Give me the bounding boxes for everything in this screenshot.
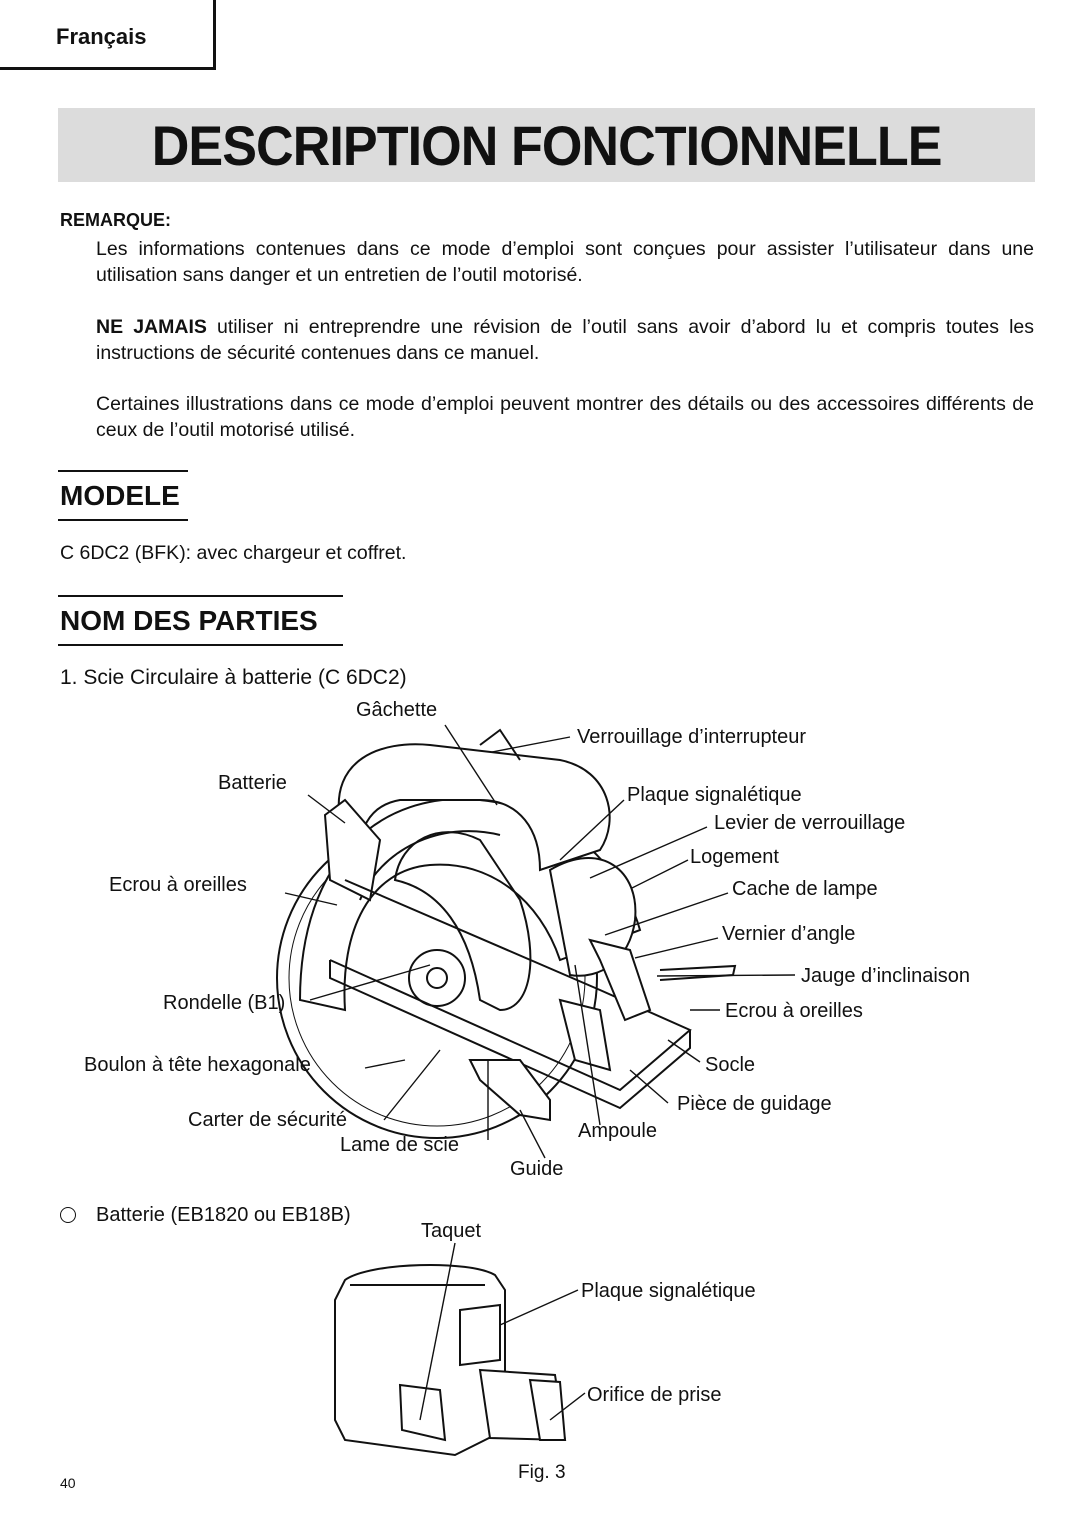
label-taquet: Taquet xyxy=(421,1220,482,1242)
parts-rule-top xyxy=(58,595,343,597)
remark-paragraph-1: Les informations contenues dans ce mode … xyxy=(96,238,1034,286)
page-title: DESCRIPTION FONCTIONNELLE xyxy=(151,113,943,177)
remark-label: REMARQUE: xyxy=(60,210,171,230)
label-gachette: Gâchette xyxy=(356,699,438,721)
page-number: 40 xyxy=(60,1475,76,1491)
label-plaque-signaletique: Plaque signalétique xyxy=(627,784,802,806)
label-ecrou-oreilles-2: Ecrou à oreilles xyxy=(725,1000,863,1022)
title-bar: DESCRIPTION FONCTIONNELLE xyxy=(58,108,1035,182)
parts-item-1: 1. Scie Circulaire à batterie (C 6DC2) xyxy=(60,666,407,689)
label-piece-guidage: Pièce de guidage xyxy=(677,1093,832,1115)
label-orifice-prise: Orifice de prise xyxy=(587,1384,722,1406)
language-tab: Français xyxy=(0,0,216,70)
label-jauge-inclinaison: Jauge d’inclinaison xyxy=(801,965,971,987)
language-label: Français xyxy=(56,24,147,49)
label-guide: Guide xyxy=(510,1158,564,1180)
modele-rule-bottom xyxy=(58,519,188,521)
remark-paragraph-2: NE JAMAIS utiliser ni entreprendre une r… xyxy=(96,314,1034,366)
modele-heading: MODELE xyxy=(60,480,180,511)
label-levier-verrouillage: Levier de verrouillage xyxy=(714,812,906,834)
remark-paragraph-2-text: utiliser ni entreprendre une révision de… xyxy=(96,316,1034,364)
label-boulon: Boulon à tête hexagonale xyxy=(84,1054,311,1076)
modele-rule-top xyxy=(58,470,188,472)
parts-rule-bottom xyxy=(58,644,343,646)
battery-item: Batterie (EB1820 ou EB18B) xyxy=(96,1204,351,1226)
circle-bullet-icon xyxy=(60,1207,76,1223)
parts-heading: NOM DES PARTIES xyxy=(60,605,318,636)
label-battery-plaque: Plaque signalétique xyxy=(581,1280,756,1302)
label-rondelle: Rondelle (B1) xyxy=(163,992,286,1014)
label-carter-securite: Carter de sécurité xyxy=(188,1109,347,1131)
label-batterie: Batterie xyxy=(218,772,287,794)
label-logement: Logement xyxy=(690,846,779,868)
modele-text: C 6DC2 (BFK): avec chargeur et coffret. xyxy=(60,542,407,564)
label-vernier-angle: Vernier d’angle xyxy=(722,923,856,945)
label-ecrou-oreilles-1: Ecrou à oreilles xyxy=(109,874,247,896)
label-verrouillage-interrupteur: Verrouillage d’interrupteur xyxy=(577,726,807,748)
remark-warning-emphasis: NE JAMAIS xyxy=(96,316,207,338)
remark-paragraph-3: Certaines illustrations dans ce mode d’e… xyxy=(96,393,1034,441)
label-lame-scie: Lame de scie xyxy=(340,1134,459,1156)
label-cache-lampe: Cache de lampe xyxy=(732,878,878,900)
label-ampoule: Ampoule xyxy=(578,1120,657,1142)
label-socle: Socle xyxy=(705,1054,756,1076)
figure-caption: Fig. 3 xyxy=(518,1462,566,1483)
